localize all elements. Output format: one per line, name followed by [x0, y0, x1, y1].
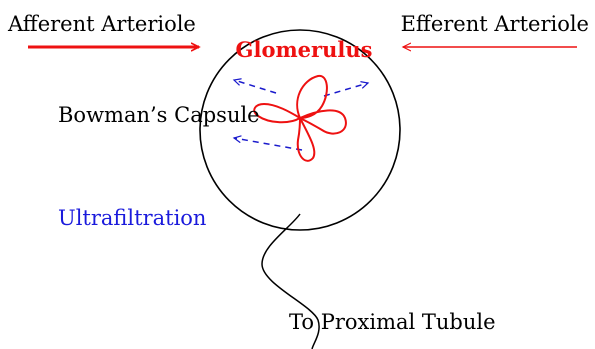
ultrafiltration-label: Ultrafiltration: [58, 206, 206, 230]
afferent-arteriole-label: Afferent Arteriole: [7, 12, 196, 36]
bowmans-capsule-label: Bowman’s Capsule: [58, 103, 260, 127]
filtrate-arrow-top-left: [234, 80, 276, 93]
proximal-tubule-label: To Proximal Tubule: [289, 310, 496, 334]
glomerulus-capillary-loops: [254, 76, 346, 161]
glomerulus-label: Glomerulus: [236, 37, 373, 62]
filtrate-arrow-top-right: [324, 83, 368, 96]
filtrate-arrow-bottom-left: [234, 138, 302, 150]
efferent-arteriole-label: Efferent Arteriole: [401, 12, 589, 36]
